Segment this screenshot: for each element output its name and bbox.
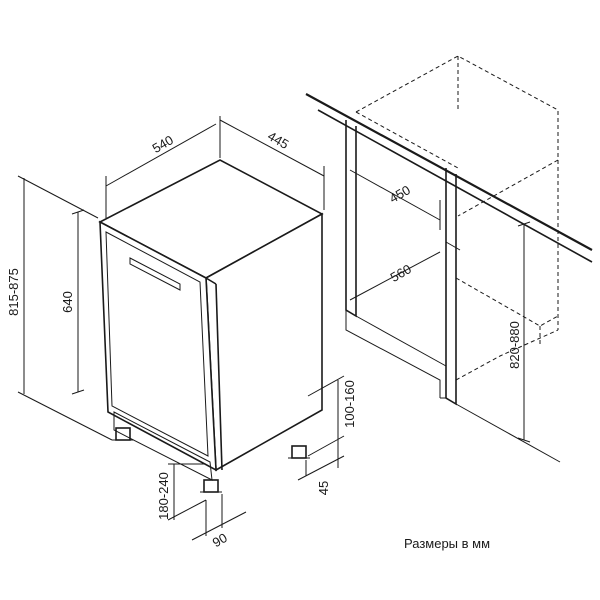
dishwasher-group	[98, 159, 324, 493]
dishwasher-dimensions: 540 445 815-875 640 100-160 45 180-240	[6, 116, 357, 550]
plinth-offset-dim-line	[297, 455, 345, 481]
body-height-tick-bottom	[71, 389, 85, 395]
door-handle	[129, 257, 181, 291]
body-height-label: 640	[60, 291, 75, 313]
upper-cabinet-dashed-bottom	[355, 111, 459, 169]
width-label: 540	[150, 132, 176, 156]
niche-back-dashed-floor	[455, 329, 559, 381]
foot-front-right	[203, 479, 219, 493]
depth-label: 445	[265, 128, 291, 152]
door-thickness-edge	[215, 283, 223, 471]
countertop-edge-upper	[305, 93, 593, 251]
total-height-ext-bottom	[17, 391, 113, 441]
niche-back-dashed-top	[455, 277, 559, 327]
niche-height-tick-bottom	[517, 437, 531, 443]
depth-dim-line	[219, 119, 325, 177]
door-offset-label: 90	[210, 530, 230, 550]
niche-width-dim-line	[349, 251, 441, 301]
foot-back-right	[291, 445, 307, 459]
plinth-height-ext-top	[307, 375, 345, 397]
niche-depth-dim-line	[349, 169, 441, 221]
niche-floor-line	[355, 315, 447, 367]
dishwasher-door	[99, 220, 217, 472]
door-thickness-top	[205, 277, 217, 285]
door-lift-label: 180-240	[156, 472, 171, 520]
niche-height-label: 820-880	[507, 321, 522, 369]
niche-height-tick-top	[517, 221, 531, 227]
countertop-edge-lower	[317, 109, 593, 263]
width-dim-line	[105, 123, 217, 187]
door-lift-ext-bottom	[167, 499, 207, 521]
niche-left-panel	[345, 120, 357, 318]
plinth-height-ext-bottom	[307, 435, 345, 457]
foot-front-left	[115, 427, 131, 441]
niche-width-label: 560	[388, 261, 414, 285]
niche-floor-left	[345, 310, 441, 398]
door-offset-dim-line	[191, 511, 247, 541]
dishwasher-door-inner-outline	[105, 231, 209, 457]
units-caption: Размеры в мм	[404, 536, 490, 551]
upper-cabinet-dashed	[355, 55, 559, 217]
plinth-height-label: 100-160	[342, 380, 357, 428]
total-height-ext-top	[17, 175, 99, 219]
total-height-label: 815-875	[6, 268, 21, 316]
floor-line-right	[455, 403, 561, 463]
niche-width-ext	[445, 241, 461, 251]
plinth-offset-label: 45	[316, 481, 331, 495]
body-height-tick-top	[71, 209, 85, 215]
niche-right-panel	[445, 168, 457, 406]
